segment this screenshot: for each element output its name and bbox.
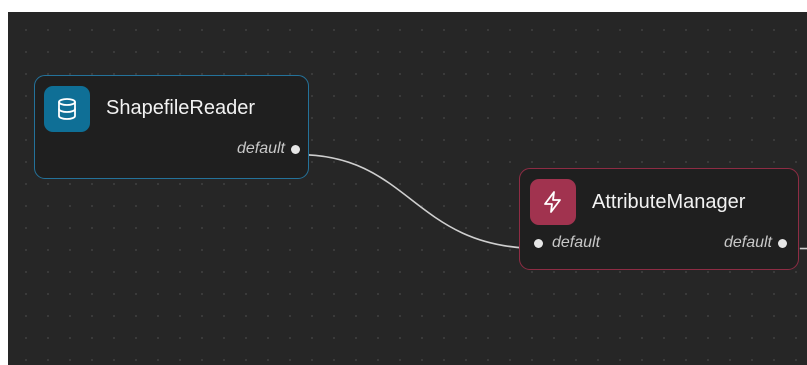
port-label: default [552,234,601,251]
port-label: default [723,234,772,251]
output-port[interactable]: default [237,140,300,158]
port-label: default [236,140,285,157]
connection-edge[interactable] [297,153,541,250]
lightning-icon [530,179,576,225]
node-title: AttributeManager [592,191,746,213]
workflow-canvas[interactable]: ShapefileReader default AttributeManager… [8,12,807,365]
node-attribute-manager[interactable]: AttributeManager default default [519,168,799,270]
database-icon [44,86,90,132]
node-shapefile-reader[interactable]: ShapefileReader default [34,75,309,179]
input-port-handle[interactable] [534,238,543,248]
input-port[interactable]: default [534,234,600,252]
output-port[interactable]: default [724,234,787,252]
node-title: ShapefileReader [106,97,255,119]
output-port-handle[interactable] [291,144,300,154]
output-port-handle[interactable] [778,238,787,248]
